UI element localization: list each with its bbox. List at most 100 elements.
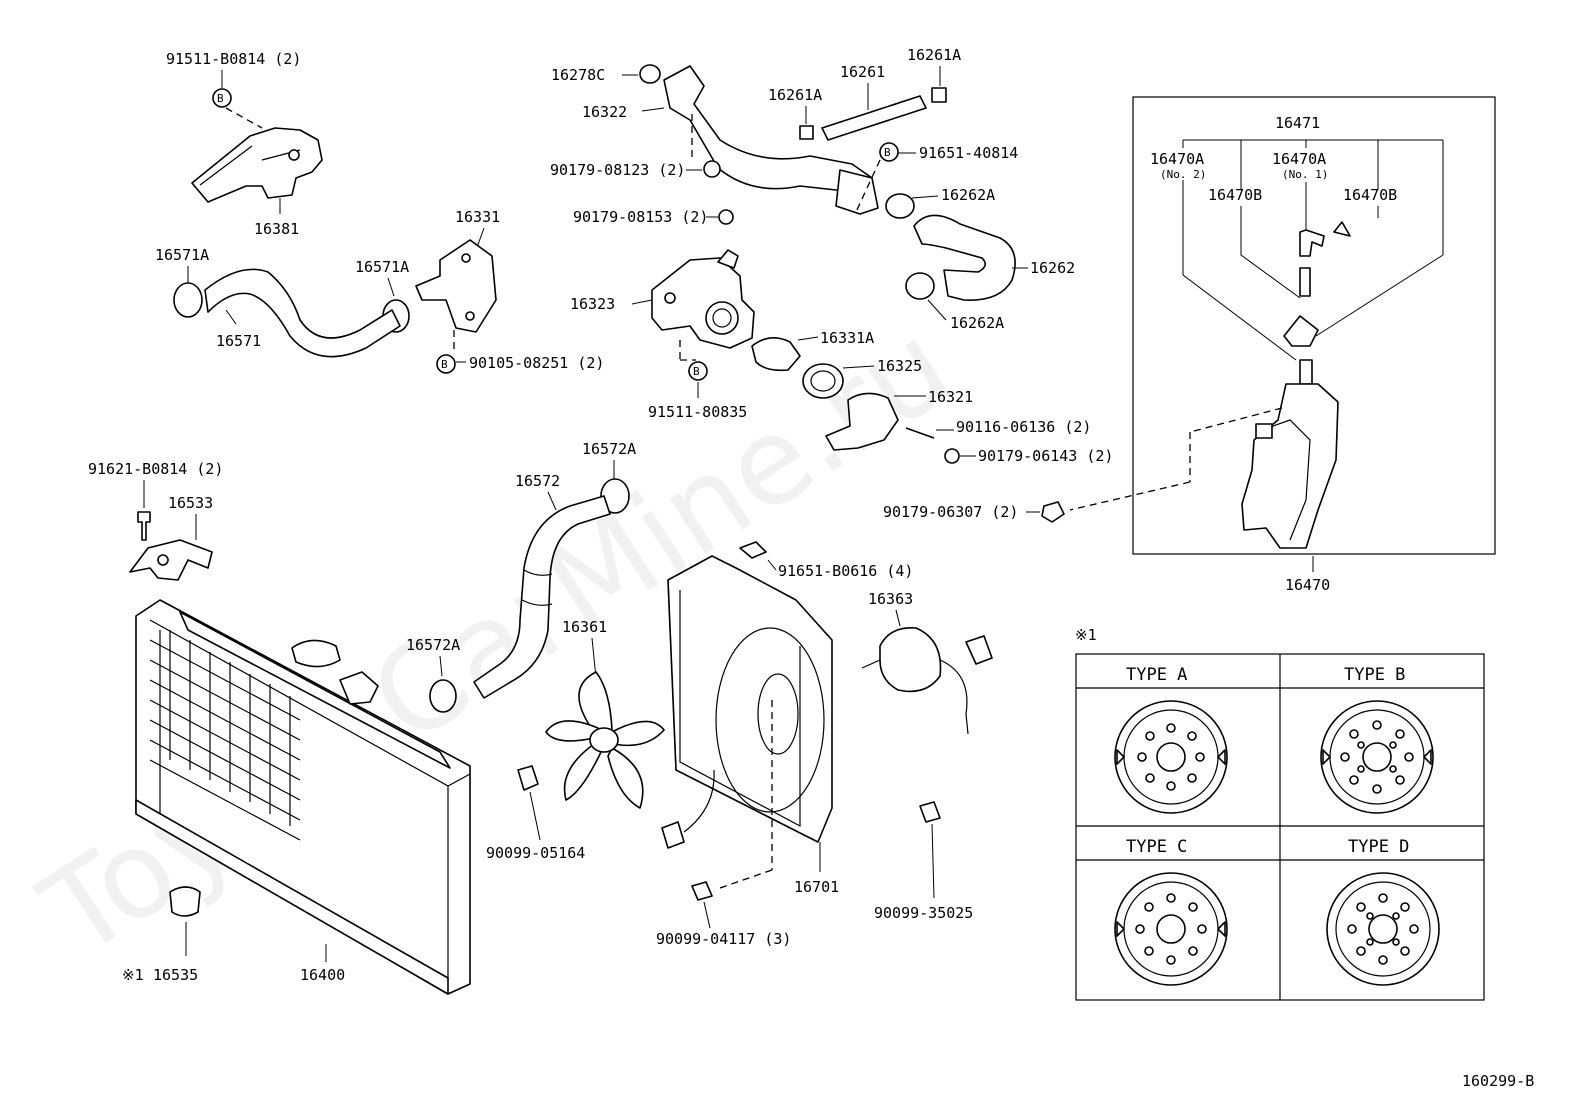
svg-text:B: B	[217, 92, 224, 105]
label-16261A-top[interactable]: 16261A	[907, 46, 961, 64]
gasket-16325[interactable]	[802, 363, 844, 399]
label-90179-08153[interactable]: 90179-08153 (2)	[573, 208, 708, 226]
thermostat-16331A[interactable]	[751, 337, 801, 372]
clamp-16572A[interactable]	[600, 478, 630, 514]
gasket-16278C[interactable]	[639, 64, 661, 84]
label-91511-80835[interactable]: 91511-80835	[648, 403, 747, 421]
part-group-water-inlet: 16278C 16322 16261A 16261 16261A 90179-0…	[550, 46, 1113, 465]
fan-16361[interactable]	[545, 671, 665, 809]
label-90179-08123[interactable]: 90179-08123 (2)	[550, 161, 685, 179]
label-90099-04117[interactable]: 90099-04117 (3)	[656, 930, 791, 948]
bolt-91621-B0814[interactable]	[137, 511, 151, 541]
label-note-16535: ※1	[122, 966, 144, 984]
hose-16470B[interactable]	[1299, 267, 1311, 297]
clamp-16572A-2[interactable]	[429, 679, 457, 713]
fan-motor-16363[interactable]	[879, 627, 942, 693]
label-90099-05164[interactable]: 90099-05164	[486, 844, 585, 862]
reserve-tank-16470[interactable]	[1241, 383, 1339, 549]
thermostat-cover-16321[interactable]	[825, 392, 899, 451]
nut-90179-08153[interactable]	[718, 209, 734, 225]
nut-90179-06307[interactable]	[1041, 501, 1065, 523]
fan-shroud-16701[interactable]	[667, 555, 833, 843]
label-16533[interactable]: 16533	[168, 494, 213, 512]
label-16470B-left[interactable]: 16470B	[1208, 186, 1262, 204]
label-16535[interactable]: 16535	[153, 966, 198, 984]
label-90179-06307[interactable]: 90179-06307 (2)	[883, 503, 1018, 521]
clamp-16262A-2[interactable]	[905, 272, 935, 300]
label-91651-B0616[interactable]: 91651-B0616 (4)	[778, 562, 913, 580]
label-16572[interactable]: 16572	[515, 472, 560, 490]
hose-16261[interactable]	[821, 95, 927, 141]
label-16261[interactable]: 16261	[840, 63, 885, 81]
radiator-hose-16571[interactable]	[204, 268, 401, 358]
fan-clip-90099-35025[interactable]	[919, 801, 941, 823]
label-91511-B0814[interactable]: 91511-B0814 (2)	[166, 50, 301, 68]
nut-90179-06143[interactable]	[944, 448, 960, 464]
label-16262A-bottom[interactable]: 16262A	[950, 314, 1004, 332]
label-16471[interactable]: 16471	[1275, 114, 1320, 132]
radiator-hose-16572[interactable]	[473, 495, 611, 699]
label-16470B-right[interactable]: 16470B	[1343, 186, 1397, 204]
label-16571A-right[interactable]: 16571A	[355, 258, 409, 276]
label-16470A-no1[interactable]: 16470A	[1272, 150, 1326, 168]
clip-16470B[interactable]	[1333, 221, 1351, 237]
label-16400[interactable]: 16400	[300, 966, 345, 984]
label-16325[interactable]: 16325	[877, 357, 922, 375]
clamp-16262A[interactable]	[885, 193, 915, 219]
cap-type-d-label: TYPE D	[1348, 837, 1409, 857]
label-16261A-left[interactable]: 16261A	[768, 86, 822, 104]
label-16363[interactable]: 16363	[868, 590, 913, 608]
water-outlet-16331[interactable]	[415, 239, 497, 333]
label-16701[interactable]: 16701	[794, 878, 839, 896]
nut-90179-08123[interactable]	[703, 160, 721, 178]
radiator-cushion-16535[interactable]	[169, 886, 201, 917]
label-91621-B0814[interactable]: 91621-B0814 (2)	[88, 460, 223, 478]
label-16571[interactable]: 16571	[216, 332, 261, 350]
cap-type-a-label: TYPE A	[1126, 665, 1187, 685]
cap-hose-16470A[interactable]	[1299, 229, 1325, 257]
label-16323[interactable]: 16323	[570, 295, 615, 313]
label-16571A-left[interactable]: 16571A	[155, 246, 209, 264]
label-16262A-top[interactable]: 16262A	[941, 186, 995, 204]
label-16572A-bottom[interactable]: 16572A	[406, 636, 460, 654]
label-90116-06136[interactable]: 90116-06136 (2)	[956, 418, 1091, 436]
label-90105-08251[interactable]: 90105-08251 (2)	[469, 354, 604, 372]
label-16572A-top[interactable]: 16572A	[582, 440, 636, 458]
cap-16470A-no2[interactable]	[1283, 315, 1319, 347]
cap-type-b	[1320, 700, 1434, 814]
label-90179-06143[interactable]: 90179-06143 (2)	[978, 447, 1113, 465]
reserve-tank-box: 16471 16470A (No. 2) 16470A (No. 1) 1647…	[883, 96, 1496, 594]
radiator-core-fins	[149, 630, 301, 841]
label-16331A[interactable]: 16331A	[820, 329, 874, 347]
hose-16262[interactable]	[913, 214, 1016, 301]
label-16470A-no2[interactable]: 16470A	[1150, 150, 1204, 168]
label-16381[interactable]: 16381	[254, 220, 299, 238]
clamp-16261A[interactable]	[931, 87, 947, 103]
label-16278C[interactable]: 16278C	[551, 66, 605, 84]
label-16331[interactable]: 16331	[455, 208, 500, 226]
cap-type-note: ※1	[1075, 626, 1097, 644]
label-16470A-no1-sub[interactable]: (No. 1)	[1282, 168, 1328, 181]
cap-type-b-label: TYPE B	[1344, 665, 1405, 685]
bolt-marker: B	[879, 142, 899, 162]
fan-nut-90099-05164[interactable]	[517, 765, 539, 791]
label-16321[interactable]: 16321	[928, 388, 973, 406]
label-91651-40814[interactable]: 91651-40814	[919, 144, 1018, 162]
label-16322[interactable]: 16322	[582, 103, 627, 121]
part-group-radiator: 16400 ※1 16535	[122, 599, 471, 995]
support-bracket-16533[interactable]	[129, 539, 213, 581]
bracket-16381[interactable]	[191, 127, 323, 203]
bolt-91651-B0616[interactable]	[739, 541, 767, 559]
bolt-90099-04117[interactable]	[691, 881, 713, 901]
hose-clamp-16571A[interactable]	[173, 282, 203, 318]
svg-text:B: B	[693, 365, 700, 378]
radiator-cap[interactable]	[291, 639, 341, 668]
label-16262[interactable]: 16262	[1030, 259, 1075, 277]
label-90099-35025[interactable]: 90099-35025	[874, 904, 973, 922]
stud-90116-06136[interactable]	[905, 427, 935, 439]
label-16470A-no2-sub[interactable]: (No. 2)	[1160, 168, 1206, 181]
label-16361[interactable]: 16361	[562, 618, 607, 636]
part-group-radiator-support: 91621-B0814 (2) 16533	[88, 460, 223, 581]
label-16470[interactable]: 16470	[1285, 576, 1330, 594]
clamp-16261A-2[interactable]	[799, 125, 814, 140]
